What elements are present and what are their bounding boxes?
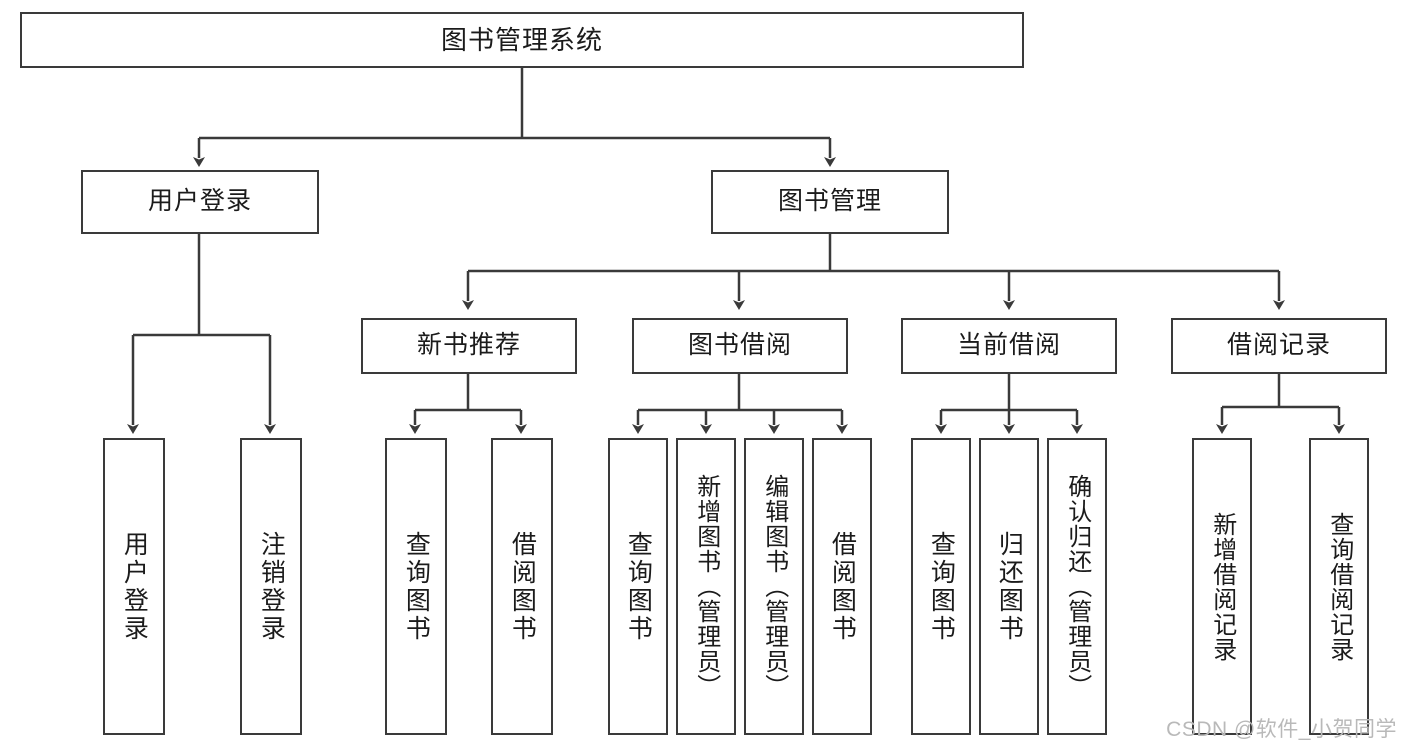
node-label: 当前借阅 (956, 331, 1061, 360)
node-label: 图书借阅 (687, 331, 792, 360)
node-borrow-record[interactable]: 借阅记录 (1171, 318, 1387, 374)
node-label: 借阅记录 (1226, 331, 1331, 360)
leaf-book-borrow-borrow-book[interactable]: 借阅图书 (812, 438, 872, 735)
node-label: 借阅图书 (508, 530, 537, 643)
watermark: CSDN @软件_小贺同学 (1166, 718, 1397, 741)
leaf-user-login-login[interactable]: 用户登录 (103, 438, 165, 735)
node-label: 新增借阅记录 (1208, 511, 1236, 662)
node-book-management[interactable]: 图书管理 (711, 170, 949, 234)
node-label: 借阅图书 (828, 530, 857, 643)
leaf-borrow-record-add-record[interactable]: 新增借阅记录 (1192, 438, 1252, 735)
node-label: 编辑图书（管理员） (760, 474, 788, 699)
leaf-user-login-logout[interactable]: 注销登录 (240, 438, 302, 735)
node-current-borrow[interactable]: 当前借阅 (901, 318, 1117, 374)
node-label: 查询图书 (402, 530, 431, 643)
leaf-new-book-query-book[interactable]: 查询图书 (385, 438, 447, 735)
node-new-book-recommend[interactable]: 新书推荐 (361, 318, 577, 374)
node-label: 查询借阅记录 (1325, 511, 1353, 662)
node-root-book-management-system[interactable]: 图书管理系统 (20, 12, 1024, 68)
node-label: 用户登录 (120, 530, 149, 643)
node-label: 用户登录 (147, 187, 252, 216)
leaf-new-book-borrow-book[interactable]: 借阅图书 (491, 438, 553, 735)
leaf-current-borrow-return-book[interactable]: 归还图书 (979, 438, 1039, 735)
node-book-borrow[interactable]: 图书借阅 (632, 318, 848, 374)
node-label: 查询图书 (927, 530, 956, 643)
node-label: 确认归还（管理员） (1063, 474, 1091, 699)
node-label: 查询图书 (624, 530, 653, 643)
leaf-borrow-record-query-record[interactable]: 查询借阅记录 (1309, 438, 1369, 735)
leaf-book-borrow-add-book-admin[interactable]: 新增图书（管理员） (676, 438, 736, 735)
node-label: 图书管理 (777, 187, 882, 216)
leaf-book-borrow-query-book[interactable]: 查询图书 (608, 438, 668, 735)
node-user-login[interactable]: 用户登录 (81, 170, 319, 234)
node-label: 归还图书 (995, 530, 1024, 643)
node-label: 新增图书（管理员） (692, 474, 720, 699)
node-label: 图书管理系统 (440, 24, 603, 55)
leaf-current-borrow-query-book[interactable]: 查询图书 (911, 438, 971, 735)
node-label: 注销登录 (257, 530, 286, 643)
node-label: 新书推荐 (416, 331, 521, 360)
leaf-book-borrow-edit-book-admin[interactable]: 编辑图书（管理员） (744, 438, 804, 735)
leaf-current-borrow-confirm-return-admin[interactable]: 确认归还（管理员） (1047, 438, 1107, 735)
